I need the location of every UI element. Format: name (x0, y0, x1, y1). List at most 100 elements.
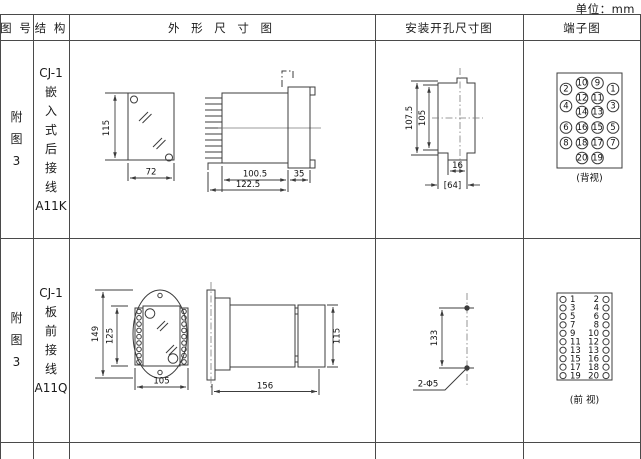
row2-outline-drawing: 149 125 105 115 156 (91, 282, 343, 395)
table-border (0, 40, 641, 41)
svg-text:9: 9 (570, 329, 575, 339)
row2-terminal-caption: (前 视) (570, 394, 599, 406)
header-terminal: 端子图 (563, 20, 601, 35)
svg-text:16: 16 (588, 354, 599, 364)
header-structure: 结 构 (34, 20, 68, 35)
terminal-circles: 10 9 2 1 12 11 4 3 14 13 6 16 15 5 8 18 17 7 20 19 (559, 76, 620, 165)
header-mounting: 安装开孔尺寸图 (405, 20, 493, 35)
svg-text:1: 1 (570, 295, 575, 305)
dim-133: 133 (430, 330, 440, 346)
svg-text:15: 15 (592, 123, 603, 133)
svg-text:2: 2 (594, 295, 599, 305)
svg-text:17: 17 (570, 363, 581, 373)
svg-text:8: 8 (563, 139, 568, 149)
dim-115: 115 (333, 328, 343, 344)
handle-icon (281, 70, 294, 87)
dim-64: [64] (444, 181, 461, 191)
row1-mounting-drawing: 107.5 105 16 [64] (405, 68, 483, 191)
dim-105: 105 (418, 110, 428, 126)
row2-mounting-drawing: 133 2-Φ5 (413, 293, 474, 391)
dim-115: 115 (102, 120, 112, 136)
table-border (33, 14, 34, 459)
table-border (523, 14, 524, 459)
dim-122-5: 122.5 (236, 180, 260, 190)
screw-hole-icon (165, 153, 173, 162)
svg-text:6: 6 (594, 312, 599, 322)
table-border (0, 442, 641, 443)
svg-text:19: 19 (570, 371, 581, 381)
dim-107-5: 107.5 (405, 106, 415, 130)
holes-view: 133 2-Φ5 (413, 293, 474, 391)
leader-line-icon (413, 367, 468, 391)
terminal-strip-icon (136, 308, 187, 365)
row1-outline-drawing: 115 72 100.5 35 122.5 (102, 70, 321, 192)
cutout-view: 107.5 105 16 [64] (405, 68, 483, 191)
svg-text:8: 8 (594, 321, 599, 331)
dim-156: 156 (257, 382, 273, 392)
svg-text:5: 5 (610, 123, 615, 133)
dim-72: 72 (146, 168, 157, 178)
svg-text:15: 15 (570, 354, 581, 364)
screw-hole-icon (130, 95, 138, 104)
header-outline: 外 形 尺 寸 图 (167, 20, 277, 35)
dim-105: 105 (153, 377, 169, 387)
side-view: 115 156 (206, 282, 343, 395)
svg-text:12: 12 (588, 337, 599, 347)
svg-text:3: 3 (570, 304, 575, 314)
svg-text:14: 14 (577, 108, 588, 118)
svg-text:16: 16 (577, 123, 588, 133)
svg-text:13: 13 (592, 108, 603, 118)
dim-125: 125 (106, 328, 116, 344)
svg-text:2: 2 (563, 85, 568, 95)
table-border (0, 238, 641, 239)
svg-text:20: 20 (577, 154, 588, 164)
terminal-pins-icon (205, 97, 222, 159)
svg-text:12: 12 (577, 94, 588, 104)
row1-terminal-caption: (背视) (576, 172, 602, 184)
glass-hatch-icon (156, 320, 178, 356)
svg-text:1: 1 (610, 85, 615, 95)
svg-text:4: 4 (563, 102, 568, 112)
table-border (0, 14, 1, 459)
center-line-icon (432, 68, 483, 173)
svg-text:6: 6 (563, 123, 568, 133)
front-view: 115 72 (102, 92, 175, 181)
table-border (0, 14, 641, 15)
table-border (375, 14, 376, 459)
svg-text:10: 10 (588, 329, 599, 339)
row1-terminal-diagram: 10 9 2 1 12 11 4 3 14 13 6 16 15 5 8 18 17 7 20 19 (背视) (556, 72, 623, 184)
dim-35: 35 (294, 170, 305, 180)
dim-100-5: 100.5 (243, 170, 267, 180)
svg-text:18: 18 (577, 139, 588, 149)
svg-text:17: 17 (592, 139, 603, 149)
svg-text:11: 11 (592, 94, 603, 104)
glass-hatch-icon (138, 111, 166, 150)
unit-label: 单位：mm (575, 2, 635, 16)
svg-text:5: 5 (570, 312, 575, 322)
svg-text:7: 7 (610, 139, 615, 149)
table-border (69, 14, 70, 459)
svg-text:7: 7 (570, 321, 575, 331)
screw-hole-icon (144, 308, 156, 319)
svg-text:19: 19 (592, 154, 603, 164)
svg-text:9: 9 (595, 79, 600, 89)
header-figure-no: 图 号 (0, 20, 33, 35)
svg-text:10: 10 (577, 79, 588, 89)
front-view: 149 125 105 (91, 289, 189, 390)
svg-text:3: 3 (610, 102, 615, 112)
svg-text:11: 11 (570, 337, 581, 347)
dim-149: 149 (91, 326, 101, 342)
dim-16: 16 (452, 161, 463, 171)
svg-text:13: 13 (588, 346, 599, 356)
screw-hole-icon (167, 353, 179, 364)
hole-spec-label: 2-Φ5 (418, 380, 439, 390)
svg-text:18: 18 (588, 363, 599, 373)
svg-text:4: 4 (594, 304, 599, 314)
